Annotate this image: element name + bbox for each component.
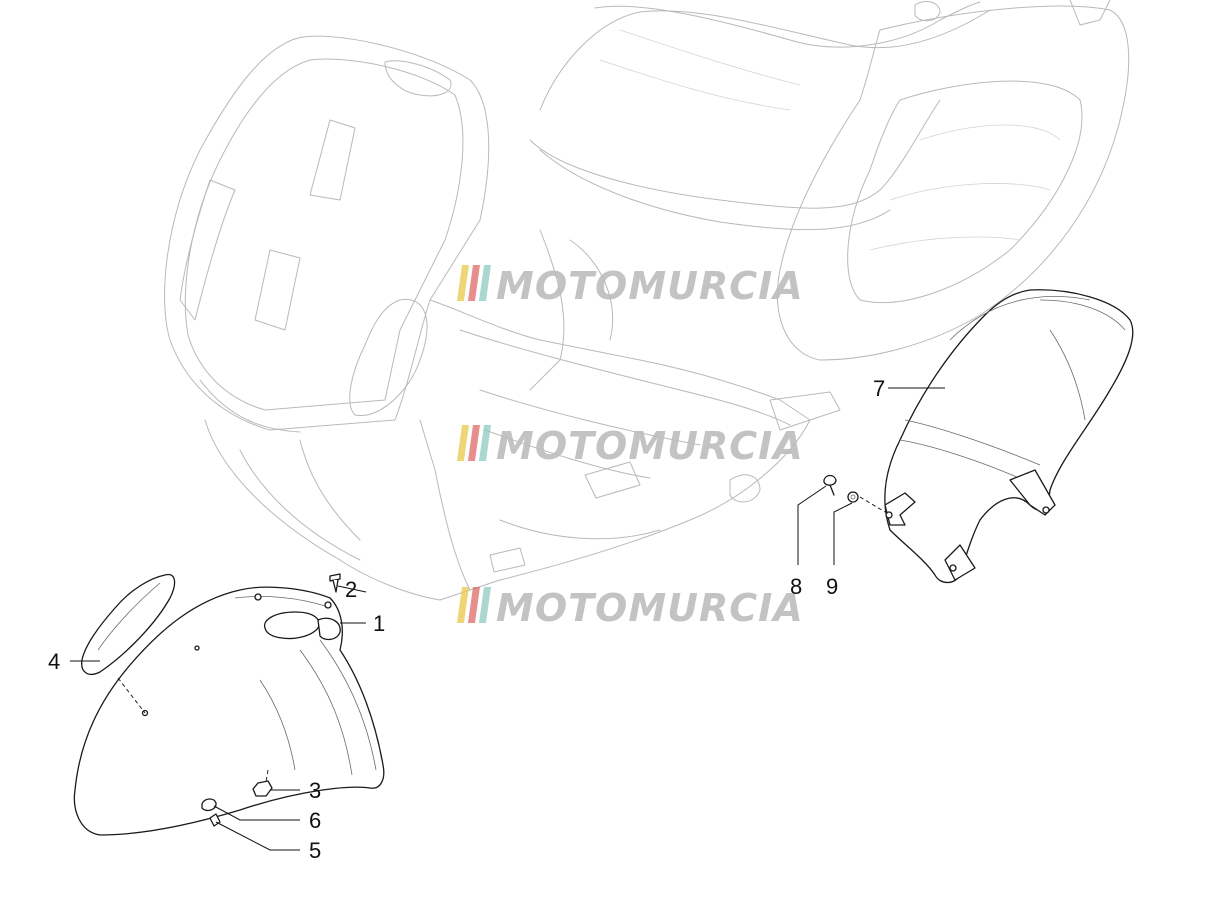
assembly-line-badge <box>117 677 146 714</box>
callout-9: 9 <box>826 574 838 599</box>
watermark-logo-bottom: MOTOMURCIA <box>456 586 804 630</box>
leader-8 <box>797 485 827 565</box>
watermark-text: MOTOMURCIA <box>496 264 804 308</box>
leader-2 <box>337 585 367 593</box>
callout-4: 4 <box>48 649 60 674</box>
scooter-body-ghost <box>164 0 1130 601</box>
part-2-screw <box>329 573 341 593</box>
part-4-mudguard-badge <box>81 573 176 675</box>
watermark-logo-top: MOTOMURCIA <box>456 264 804 308</box>
assembly-line-nut <box>265 769 269 783</box>
leader-6 <box>213 805 300 821</box>
watermark-text: MOTOMURCIA <box>496 424 804 468</box>
part-6-plug <box>201 798 217 812</box>
part-3-nut <box>252 780 273 797</box>
part-9-washer <box>847 491 859 503</box>
part-7-rear-mudguard <box>884 289 1134 584</box>
callout-1: 1 <box>373 611 385 636</box>
callout-5: 5 <box>309 838 321 863</box>
assembly-line-washer <box>859 496 886 513</box>
callout-2: 2 <box>345 577 357 602</box>
callout-7: 7 <box>873 376 885 401</box>
watermark-text: MOTOMURCIA <box>496 586 804 630</box>
part-1-front-mudguard <box>73 586 385 836</box>
callout-8: 8 <box>790 574 802 599</box>
leader-5 <box>215 821 300 851</box>
watermark-logo-middle: MOTOMURCIA <box>456 424 804 468</box>
part-8-bolt <box>823 474 837 496</box>
leader-9 <box>833 502 853 565</box>
callout-6: 6 <box>309 808 321 833</box>
callout-3: 3 <box>309 778 321 803</box>
watermark: MOTOMURCIA MOTOMURCIA MOTOMURCIA <box>456 264 804 630</box>
leader-lines <box>70 387 945 851</box>
callout-numbers: 1 2 3 4 5 6 7 8 9 <box>48 376 885 863</box>
